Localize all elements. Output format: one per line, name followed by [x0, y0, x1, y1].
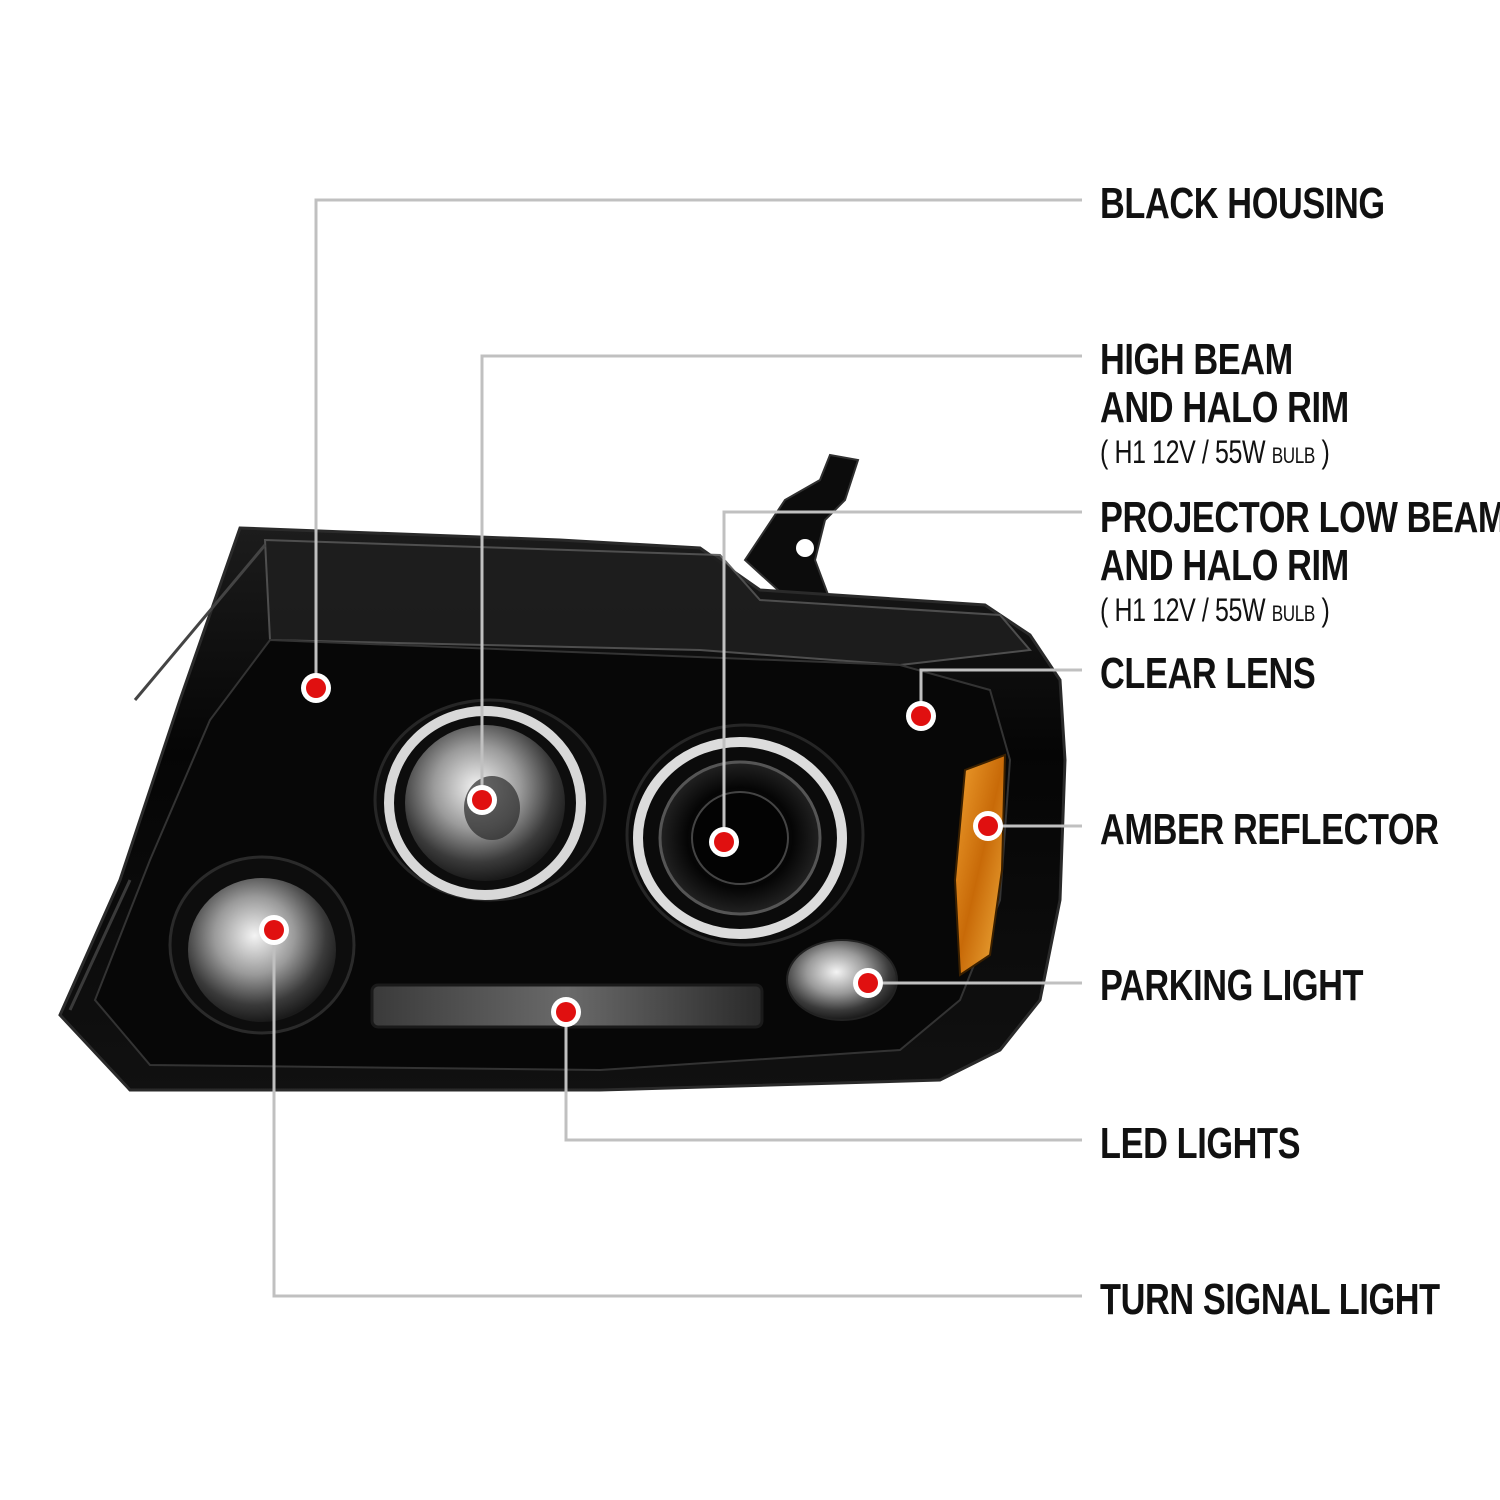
marker-high-beam: [467, 785, 497, 815]
headlight-product-image: [58, 453, 1067, 1092]
callout-title-line2: AND HALO RIM: [1100, 541, 1349, 590]
callout-title-line2: AND HALO RIM: [1100, 383, 1349, 432]
marker-turn-signal-light: [259, 915, 289, 945]
marker-amber-reflector: [973, 811, 1003, 841]
amber-reflector-lens: [953, 753, 1007, 977]
callout-amber-reflector: AMBER REFLECTOR: [1100, 808, 1439, 852]
callout-parking-light: PARKING LIGHT: [1100, 961, 1364, 1010]
marker-black-housing: [301, 673, 331, 703]
projector-halo-rim: [633, 737, 847, 939]
leader-high-beam: [480, 354, 1082, 800]
callout-spec: ( H1 12V / 55W BULB ): [1100, 594, 1500, 626]
spec-text: ( H1 12V / 55W: [1100, 434, 1272, 470]
spec-close: ): [1314, 434, 1330, 470]
leader-black-housing: [314, 198, 1082, 688]
markers: [259, 673, 1003, 1027]
marker-clear-lens: [906, 701, 936, 731]
callout-turn-signal-light: TURN SIGNAL LIGHT: [1100, 1278, 1440, 1322]
spec-bulb: BULB: [1271, 601, 1316, 626]
callout-title: PARKING LIGHT: [1100, 961, 1364, 1010]
top-lens-strip: [263, 538, 1032, 667]
turn-signal-reflector: [188, 878, 336, 1022]
leader-clear-lens: [919, 668, 1082, 716]
spec-close: ): [1314, 592, 1330, 628]
callout-led-lights: LED LIGHTS: [1100, 1119, 1301, 1168]
leader-projector-low-beam: [722, 510, 1082, 842]
marker-led-lights: [551, 997, 581, 1027]
callout-high-beam: HIGH BEAM AND HALO RIM ( H1 12V / 55W BU…: [1100, 335, 1349, 469]
callout-clear-lens: CLEAR LENS: [1100, 649, 1316, 698]
callout-spec: ( H1 12V / 55W BULB ): [1100, 436, 1349, 468]
callout-title: BLACK HOUSING: [1100, 179, 1385, 228]
parking-light-reflector: [786, 939, 898, 1021]
spec-bulb: BULB: [1271, 443, 1316, 468]
callout-title: PROJECTOR LOW BEAM: [1100, 493, 1500, 542]
callout-projector-low-beam: PROJECTOR LOW BEAM AND HALO RIM ( H1 12V…: [1100, 493, 1500, 627]
callout-title: TURN SIGNAL LIGHT: [1100, 1275, 1440, 1324]
callout-black-housing: BLACK HOUSING: [1100, 182, 1385, 226]
leader-led-lights: [564, 1012, 1082, 1142]
leader-turn-signal-light: [272, 930, 1082, 1298]
mounting-bracket: [743, 453, 860, 612]
callout-title: AMBER REFLECTOR: [1100, 805, 1439, 854]
callout-title: LED LIGHTS: [1100, 1119, 1301, 1168]
callout-title: HIGH BEAM: [1100, 335, 1293, 384]
callout-title: CLEAR LENS: [1100, 649, 1316, 698]
marker-parking-light: [853, 968, 883, 998]
marker-projector-low-beam: [709, 827, 739, 857]
high-beam-halo-rim: [384, 706, 586, 900]
leader-lines: [272, 198, 1082, 1298]
spec-text: ( H1 12V / 55W: [1100, 592, 1272, 628]
